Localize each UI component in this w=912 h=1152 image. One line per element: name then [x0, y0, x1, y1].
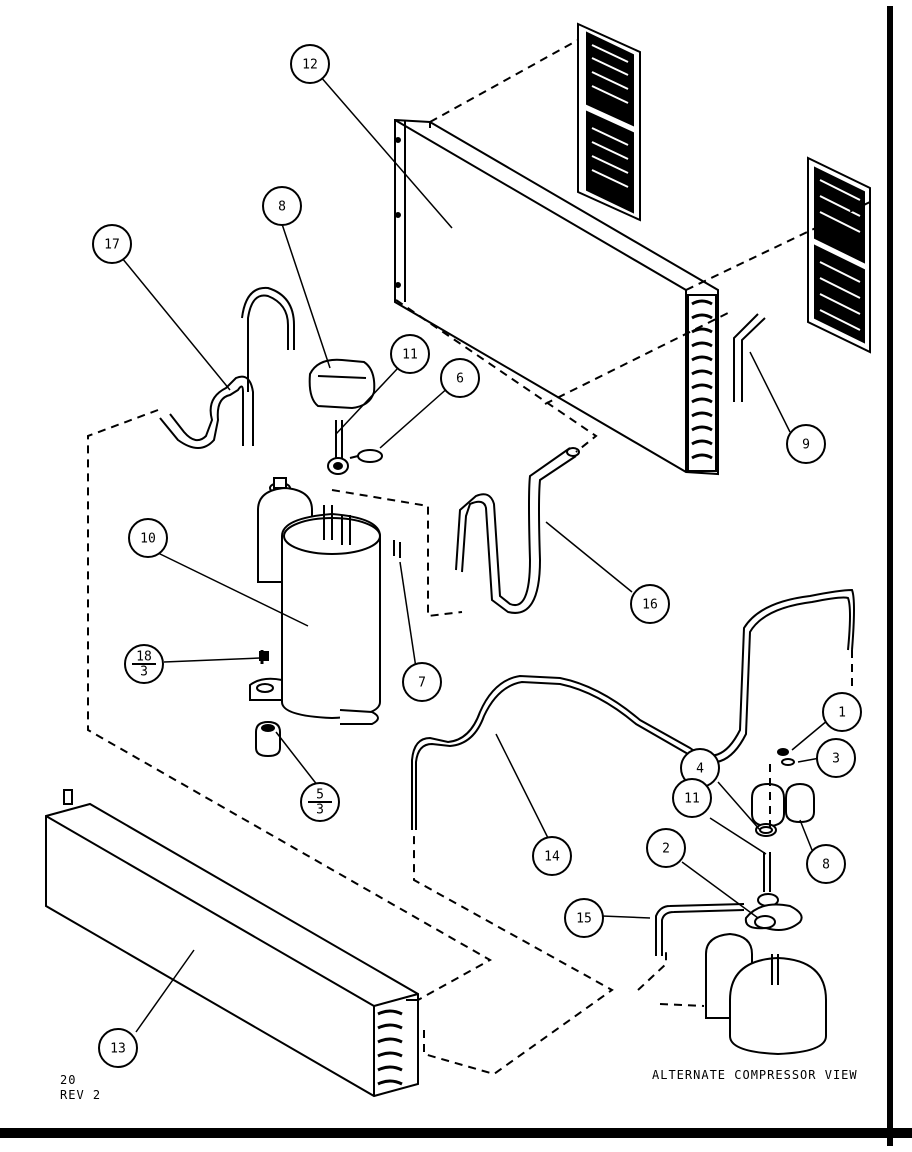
callout-number: 7: [418, 676, 426, 691]
callout-circle: [128, 518, 168, 558]
grommet: [255, 720, 281, 758]
callout-number: 2: [662, 842, 670, 857]
callout-number: 1: [838, 706, 846, 721]
callout-circle: [290, 44, 330, 84]
callout-2: 2: [646, 828, 686, 868]
callout-circle: [262, 186, 302, 226]
callout-5: 53: [300, 782, 340, 822]
compressor: [249, 477, 401, 725]
callout-circle: [816, 738, 856, 778]
callout-15: 15: [564, 898, 604, 938]
overload-part: [327, 420, 349, 475]
callout-circle: [630, 584, 670, 624]
callout-circle: [402, 662, 442, 702]
leader-lines: [121, 75, 829, 1033]
grille-upper: [577, 22, 641, 222]
evaporator-coil: [45, 789, 419, 1098]
overload-cover: [308, 358, 376, 410]
scan-border-bottom: [0, 1128, 912, 1138]
callout-number: 8: [822, 858, 830, 873]
callout-11: 11: [390, 334, 430, 374]
callout-1: 1: [822, 692, 862, 732]
alternate-view-caption: ALTERNATE COMPRESSOR VIEW: [652, 1068, 858, 1082]
tube-17: [159, 294, 289, 449]
callout-number: 11: [684, 792, 700, 807]
callout-circle: [646, 828, 686, 868]
callout-18: 183: [124, 644, 164, 684]
callout-number: 3: [832, 752, 840, 767]
page-number: 20: [60, 1073, 77, 1087]
callout-number: 10: [140, 532, 156, 547]
callout-circle: [564, 898, 604, 938]
grille-lower: [807, 156, 871, 354]
callout-8: 8: [806, 844, 846, 884]
capillary-tube-14: [411, 588, 855, 830]
tube-9: [733, 313, 766, 402]
alternate-compressor: [705, 748, 827, 1056]
callout-circle: [98, 1028, 138, 1068]
callout-13: 13: [98, 1028, 138, 1068]
callout-number: 17: [104, 238, 120, 253]
callout-circle: [532, 836, 572, 876]
callout-circle: [672, 778, 712, 818]
revision-label: REV 2: [60, 1088, 102, 1102]
callout-number: 9: [802, 438, 810, 453]
callout-number: 4: [696, 762, 704, 777]
callout-9: 9: [786, 424, 826, 464]
callout-number: 13: [110, 1042, 126, 1057]
callout-17: 17: [92, 224, 132, 264]
condenser-coil: [394, 118, 719, 476]
callout-14: 14: [532, 836, 572, 876]
callout-circle: [786, 424, 826, 464]
callout-10: 10: [128, 518, 168, 558]
scan-border-right: [887, 6, 893, 1146]
callout-number: 8: [278, 200, 286, 215]
callout-circle: [440, 358, 480, 398]
callout-number: 15: [576, 912, 592, 927]
callout-number: 18: [136, 650, 152, 665]
retainer-clip: [349, 449, 383, 463]
callout-number: 12: [302, 58, 318, 73]
callout-11: 11: [672, 778, 712, 818]
callout-circle: [92, 224, 132, 264]
callout-12: 12: [290, 44, 330, 84]
callout-circle: [822, 692, 862, 732]
callout-7: 7: [402, 662, 442, 702]
tube-15: [655, 903, 745, 956]
connection-lines: [87, 39, 871, 1076]
callout-quantity: 3: [140, 665, 148, 680]
callout-number: 16: [642, 598, 658, 613]
callout-number: 5: [316, 788, 324, 803]
callout-quantity: 3: [316, 803, 324, 818]
callout-number: 6: [456, 372, 464, 387]
callout-number: 11: [402, 348, 418, 363]
callout-number: 14: [544, 850, 560, 865]
tube-16: [455, 447, 577, 614]
callout-8: 8: [262, 186, 302, 226]
callout-circle: [390, 334, 430, 374]
callout-6: 6: [440, 358, 480, 398]
callout-16: 16: [630, 584, 670, 624]
callout-3: 3: [816, 738, 856, 778]
callout-circle: [806, 844, 846, 884]
